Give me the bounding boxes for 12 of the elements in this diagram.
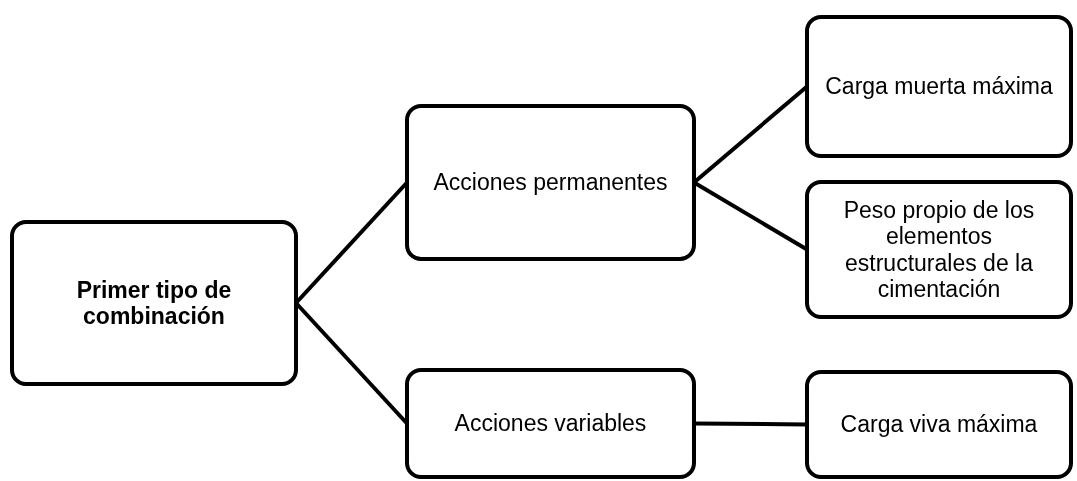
process-box — [805, 180, 1073, 319]
box-label: Acciones variables — [454, 410, 647, 437]
process-box — [805, 15, 1073, 158]
box-label: Peso propio de los elementos estructurales de la cimentación — [842, 196, 1036, 303]
process-box — [405, 368, 696, 479]
process-box — [10, 220, 298, 386]
process-box — [805, 370, 1073, 479]
process-box — [405, 104, 696, 261]
box-label: Primer tipo de combinación — [75, 276, 233, 330]
box-label: Carga muerta máxima — [825, 73, 1053, 100]
box-label: Carga viva máxima — [840, 411, 1038, 438]
box-label: Acciones permanentes — [433, 169, 668, 196]
